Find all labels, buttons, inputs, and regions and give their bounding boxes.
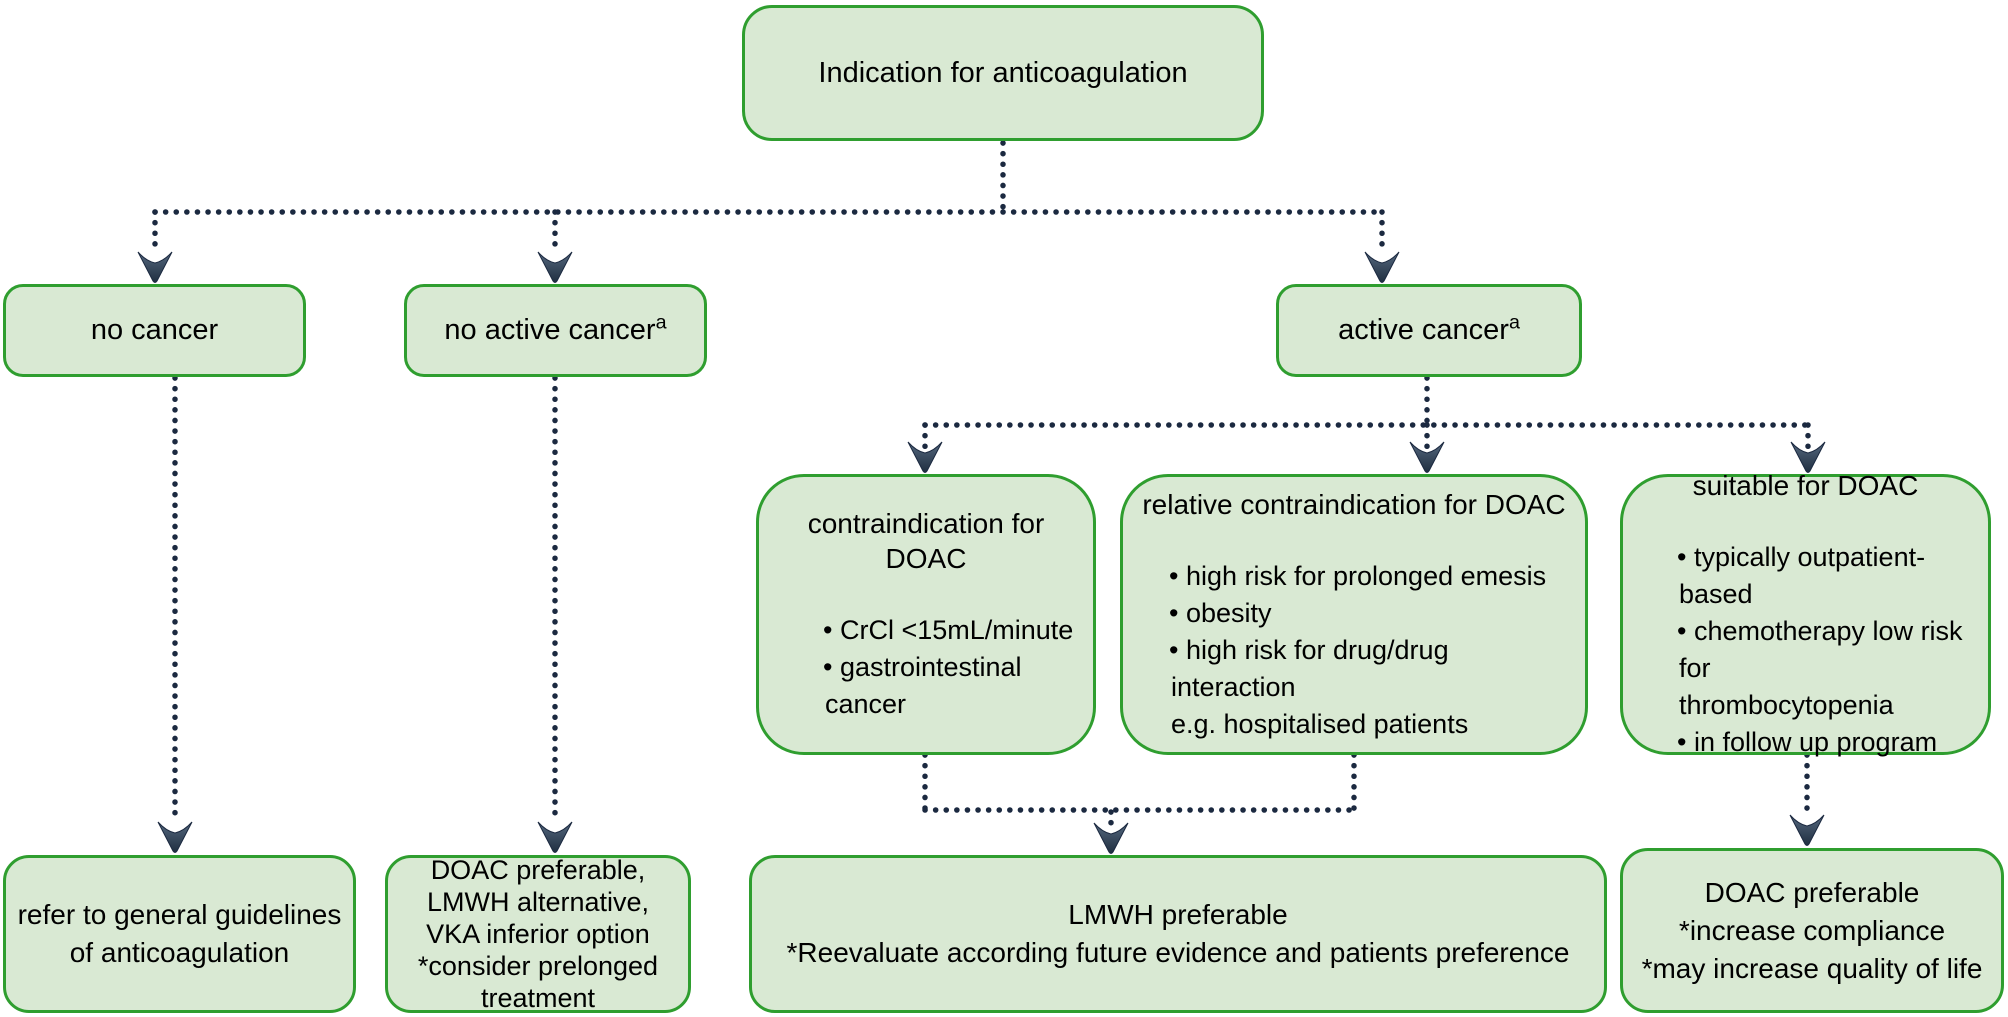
arrowhead-icon [907, 441, 943, 473]
bullet-item: • in follow up program [1677, 727, 1938, 757]
arrowhead-icon [1409, 441, 1445, 473]
node-label: DOAC preferable *increase compliance *ma… [1641, 876, 1983, 984]
arrowhead-icon [137, 251, 173, 283]
node-label: active cancera [1338, 311, 1520, 347]
connector-no-active-cancer-drop [537, 375, 573, 853]
bullet-item: • chemotherapy low risk for thrombocytop… [1677, 616, 1963, 720]
node-relative-contraindication-for-doac: relative contraindication for DOAC • hig… [1120, 474, 1588, 755]
connector-lmwh-merge [922, 752, 1357, 854]
node-doac-preferable: DOAC preferable *increase compliance *ma… [1620, 848, 2004, 1013]
bullet-item: • CrCl <15mL/minute [823, 615, 1074, 645]
footnote-marker: a [655, 311, 667, 334]
bullet-list: • high risk for prolonged emesis • obesi… [1129, 558, 1579, 743]
arrowhead-icon [537, 821, 573, 853]
node-label: refer to general guidelines of anticoagu… [17, 899, 342, 968]
bullet-list: • CrCl <15mL/minute • gastrointestinal c… [765, 612, 1087, 723]
connector-suitable-drop [1789, 752, 1825, 846]
node-indication-for-anticoagulation: Indication for anticoagulation [742, 5, 1264, 141]
node-active-cancer: active cancera [1276, 284, 1582, 377]
node-refer-to-general-guidelines: refer to general guidelines of anticoagu… [3, 855, 356, 1013]
node-title: suitable for DOAC [1692, 470, 1919, 501]
node-label: no cancer [90, 314, 219, 347]
connector-no-cancer-drop [157, 375, 193, 853]
arrowhead-icon [1364, 251, 1400, 283]
connector-root-branch [137, 140, 1400, 283]
node-label: DOAC preferable, LMWH alternative, VKA i… [417, 855, 659, 1013]
bullet-item: • gastrointestinal cancer [823, 652, 1022, 719]
bullet-list: • typically outpatient-based • chemother… [1629, 539, 1982, 761]
arrowhead-icon [537, 251, 573, 283]
bullet-item: • high risk for prolonged emesis [1169, 560, 1547, 591]
arrowhead-icon [157, 821, 193, 853]
arrowhead-icon [1789, 814, 1825, 846]
node-no-cancer: no cancer [3, 284, 306, 377]
bullet-item: • obesity [1169, 597, 1272, 628]
node-no-active-cancer: no active cancera [404, 284, 707, 377]
node-suitable-for-doac: suitable for DOAC • typically outpatient… [1620, 470, 1991, 757]
node-title: relative contraindication for DOAC [1142, 488, 1566, 520]
node-lmwh-preferable: LMWH preferable *Reevaluate according fu… [749, 855, 1607, 1013]
node-doac-preferable-lmwh-alternative: DOAC preferable, LMWH alternative, VKA i… [385, 855, 691, 1013]
node-label: no active cancera [444, 311, 667, 347]
node-contraindication-for-doac: contraindication for DOAC • CrCl <15mL/m… [756, 474, 1096, 755]
bullet-item: • high risk for drug/drug interaction e.… [1169, 634, 1469, 739]
connector-active-cancer-branch [907, 375, 1826, 473]
node-label: Indication for anticoagulation [818, 56, 1188, 89]
node-title: contraindication for DOAC [807, 508, 1045, 574]
arrowhead-icon [1093, 822, 1129, 854]
node-label: LMWH preferable *Reevaluate according fu… [786, 899, 1570, 968]
footnote-marker: a [1508, 311, 1520, 334]
bullet-item: • typically outpatient-based [1677, 542, 1926, 609]
